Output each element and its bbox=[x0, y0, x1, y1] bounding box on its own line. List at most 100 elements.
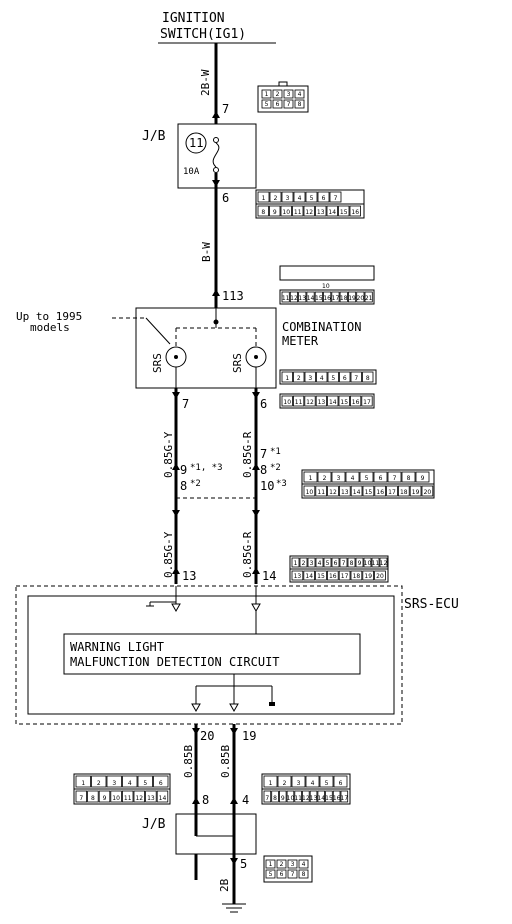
connector-pin-cell bbox=[272, 99, 283, 109]
connector-pin-cell bbox=[122, 775, 138, 788]
connector-pin-number: 4 bbox=[298, 91, 302, 98]
connector-pin-cell bbox=[293, 371, 305, 383]
connector-pin-cell bbox=[331, 291, 340, 303]
connector-pin-number: 16 bbox=[351, 209, 359, 216]
connector-pin-cell bbox=[299, 557, 308, 568]
wire-label-right-lower: 0.85G-R bbox=[241, 531, 254, 578]
connector-pin-number: 16 bbox=[352, 399, 360, 406]
lamp-left-label: SRS bbox=[151, 353, 164, 373]
connector-pin-cell bbox=[362, 371, 374, 383]
connector-pin-number: 14 bbox=[159, 795, 167, 802]
connector-pin-cell bbox=[315, 485, 327, 497]
srs-ecu bbox=[15, 585, 403, 725]
connector-pin-cell bbox=[339, 291, 348, 303]
combination-meter bbox=[135, 307, 277, 389]
connector-pin-cell bbox=[283, 99, 294, 109]
connector-pin-number: 16 bbox=[376, 489, 384, 496]
connector-pin-cell bbox=[261, 89, 272, 99]
connector-pin-cell bbox=[303, 205, 315, 217]
connector-pin-number: 19 bbox=[412, 489, 420, 496]
connector-pin-number: 1 bbox=[269, 861, 273, 868]
connector-pin-cell bbox=[361, 395, 373, 407]
connector-pin-number: 14 bbox=[353, 489, 361, 496]
connector-pin-number: 7 bbox=[79, 795, 83, 802]
meter-note-line1: Up to 1995 bbox=[16, 310, 82, 323]
connector-pin-number: 6 bbox=[276, 101, 280, 108]
connector-pin-number: 10 bbox=[287, 795, 295, 802]
connector-pin-number: 14 bbox=[329, 399, 337, 406]
connector-pin-cell bbox=[298, 859, 309, 869]
connector-pin-number: 8 bbox=[273, 795, 277, 802]
wire-label-ground-right: 0.85B bbox=[219, 745, 232, 778]
connector-pin-number: 7 bbox=[393, 475, 397, 482]
connector-pin-number: 4 bbox=[351, 475, 355, 482]
connector-pin-number: 12 bbox=[302, 795, 310, 802]
connector-pin-number: 9 bbox=[281, 795, 285, 802]
connector-pin-cell bbox=[331, 471, 346, 483]
connector-pin-cell bbox=[338, 570, 351, 581]
connector-pin-number: 4 bbox=[302, 861, 306, 868]
connector-pin-number: 10 bbox=[364, 560, 372, 567]
connector-pin-number: 1 bbox=[81, 780, 85, 787]
connector-pin-number: 19 bbox=[348, 295, 356, 302]
connector-pin-cell bbox=[315, 395, 328, 407]
connector-pin-number: 1 bbox=[269, 780, 273, 787]
connector-pin-cell bbox=[265, 859, 276, 869]
wire-arrows bbox=[172, 111, 260, 865]
connector-pin-cell bbox=[294, 89, 305, 99]
meter-pin-left: 7 bbox=[182, 397, 189, 411]
connector-pin-number: 15 bbox=[325, 795, 333, 802]
connector-pin-number: 1 bbox=[294, 560, 298, 567]
connector-pin-cell bbox=[302, 790, 310, 803]
connector-pin-number: 6 bbox=[339, 780, 343, 787]
connector-pin-number: 18 bbox=[353, 573, 361, 580]
connector-pin-number: 5 bbox=[325, 780, 329, 787]
connector-pin-number: 12 bbox=[306, 399, 314, 406]
connector-pin-number: 12 bbox=[290, 295, 298, 302]
connector-pin-cell bbox=[355, 557, 364, 568]
connector-pin-cell bbox=[269, 191, 282, 203]
connector-pin-cell bbox=[75, 775, 91, 788]
connector-pin-number: 2 bbox=[297, 375, 301, 382]
connector-pin-cell bbox=[298, 869, 309, 879]
connector-pin-number: 11 bbox=[294, 795, 302, 802]
connector-pin-cell bbox=[397, 485, 410, 497]
ecu-circuit-line1: WARNING LIGHT bbox=[70, 640, 164, 654]
ecu-pin-ground-left: 20 bbox=[200, 729, 214, 743]
connector-pin-number: 15 bbox=[315, 295, 323, 302]
connector-pin-cell bbox=[281, 395, 293, 407]
connector-pin-cell bbox=[316, 371, 328, 383]
connector-pin-number: 11 bbox=[372, 560, 380, 567]
connector-pin-cell bbox=[323, 557, 332, 568]
connector-pin-number: 9 bbox=[273, 209, 277, 216]
connector-pin-cell bbox=[292, 205, 304, 217]
connector-pin-number: 18 bbox=[400, 489, 408, 496]
connector-pin-number: 10 bbox=[306, 489, 314, 496]
connector-pin-cell bbox=[106, 775, 122, 788]
connector-pin-number: 8 bbox=[366, 375, 370, 382]
connector-pin-number: 3 bbox=[112, 780, 116, 787]
connector-pin-number: 9 bbox=[358, 560, 362, 567]
connector-pin-cell bbox=[317, 790, 325, 803]
ecu-title: SRS-ECU bbox=[404, 597, 459, 612]
ecu-pin-left: 13 bbox=[182, 569, 196, 583]
connector-pin-cell bbox=[347, 291, 357, 303]
connector-pin-cell bbox=[276, 859, 287, 869]
connector-pin-number: 13 bbox=[310, 795, 318, 802]
connector-pin-cell bbox=[276, 869, 287, 879]
connector-pin-cell bbox=[379, 557, 388, 568]
connector-pin-number: 4 bbox=[318, 560, 322, 567]
ecu-circuit-line2: MALFUNCTION DETECTION CIRCUIT bbox=[70, 655, 280, 669]
connector-pin-number: 21 bbox=[365, 295, 373, 302]
connector-pin-cell bbox=[401, 471, 416, 483]
fuse-number: 11 bbox=[189, 136, 203, 150]
meter-pin-right: 6 bbox=[260, 397, 267, 411]
jb-bottom-pin-left: 8 bbox=[202, 793, 209, 807]
connector-pin-number: 14 bbox=[307, 295, 315, 302]
connector-pin-number: 11 bbox=[294, 209, 302, 216]
connector-pin-cell bbox=[291, 570, 304, 581]
connector-pin-cell bbox=[359, 471, 374, 483]
connector-pin-cell bbox=[305, 775, 320, 788]
connector-pin-cell bbox=[91, 775, 107, 788]
connector-pin-number: 13 bbox=[147, 795, 155, 802]
